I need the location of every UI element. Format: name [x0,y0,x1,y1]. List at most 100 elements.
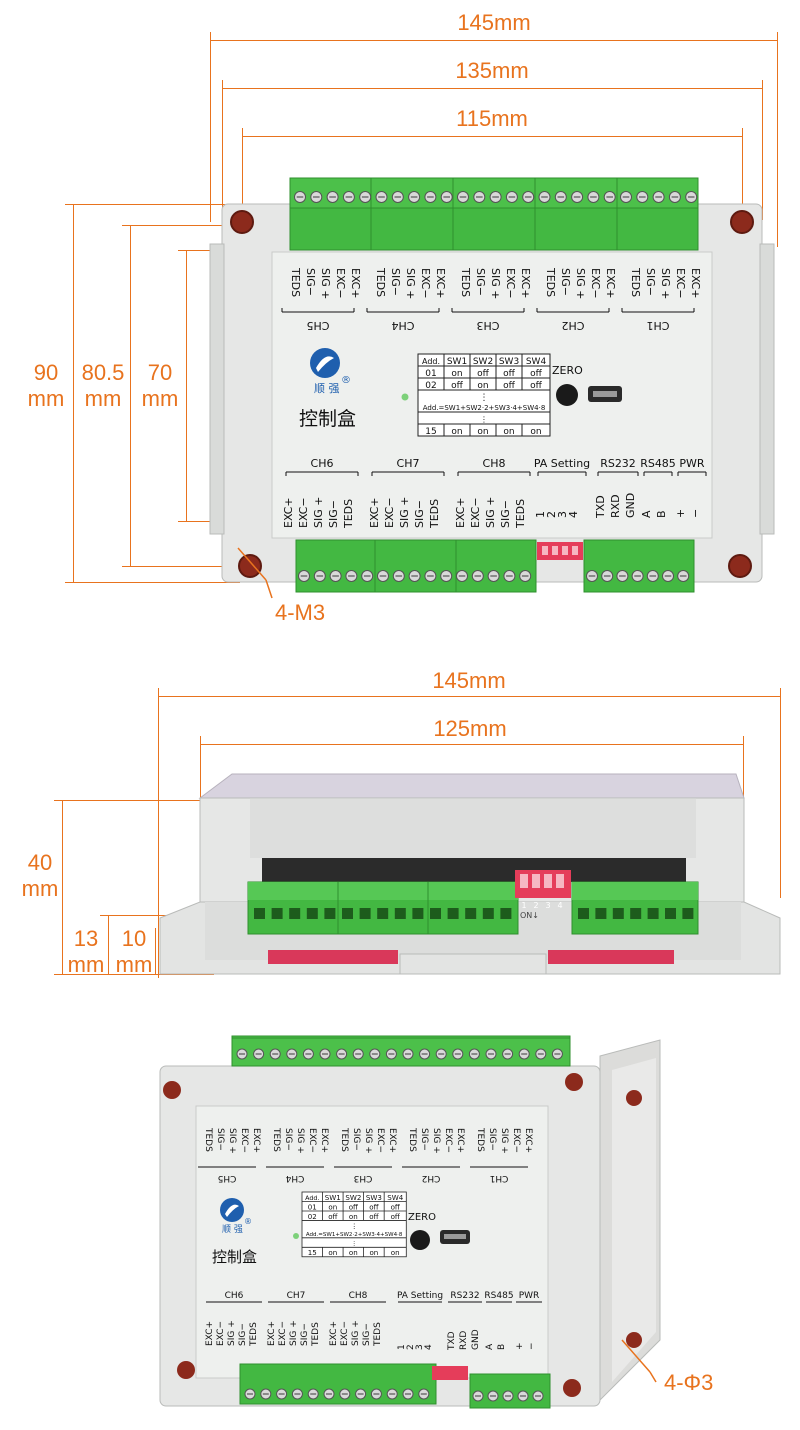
pin-label: SIG− [499,500,512,528]
address-header: SW1 [325,1193,341,1202]
dim-40-ext-bottom [54,974,214,975]
side-dip-number: 3 [545,901,550,910]
iso-pin-label: EXC− [340,1321,350,1346]
terminal-screw [402,1388,414,1400]
pin-label: SIG + [312,497,325,528]
iso-channel-label: CH3 [354,1173,373,1183]
terminal-screw [361,570,374,582]
pin-label: TEDS [629,267,642,297]
terminal-screw [236,1048,248,1060]
terminal-screw [677,570,690,582]
pin-label: RXD [609,494,622,518]
dim-13-ext-top [100,915,200,916]
iso-pin-label: EXC− [375,1128,385,1153]
iso-pin-label: EXC+ [267,1321,277,1346]
iso-pin-label: SIG + [289,1320,299,1346]
terminal-slot [289,908,301,919]
dim-115-ext-right [742,128,743,223]
address-cell: off [477,369,490,379]
pin-label: TEDS [289,267,302,297]
terminal-screw [418,1388,430,1400]
iso-channel-label: CH5 [218,1173,237,1183]
iso-hole-bl [177,1361,195,1379]
channel-label: CH1 [647,319,670,332]
iso-pin-label: EXC+ [455,1128,465,1153]
iso-product-name: 控制盒 [212,1248,257,1266]
dim-40-ext-top [54,800,204,801]
holes-label-iso: 4-Φ3 [664,1370,714,1395]
terminal-screw [586,570,598,582]
channel-label: CH8 [483,457,506,470]
iso-rs485-label: RS485 [484,1291,513,1301]
dim-13-label: 13 [73,926,99,951]
terminal-screw [260,1388,272,1400]
terminal-slot [324,908,336,919]
iso-pin-label: A [485,1343,495,1350]
dim-135-label: 135mm [455,58,529,83]
terminal-screw [668,191,681,203]
iso-pin-label: EXC+ [251,1128,261,1153]
side-dip-number: 2 [533,901,538,910]
dim-80-label: 80.5 [81,360,125,385]
pin-label: SIG− [304,268,317,296]
terminal-screw [551,1048,563,1060]
dim-115-line [242,136,743,137]
terminal-screw [535,1048,547,1060]
dim-side-145-ext-right [780,688,781,898]
terminal-screw [522,191,535,203]
terminal-screw [313,570,326,582]
address-dots: ⋮ [351,1221,358,1230]
terminal-screw [359,191,372,203]
terminal-screw [294,191,306,203]
terminal-slot [500,908,512,919]
pin-label: EXC+ [604,268,617,299]
pin-label: GND [624,493,637,518]
pin-label: SIG + [659,268,672,299]
terminal-screw [269,1048,281,1060]
terminal-screw [329,570,342,582]
terminal-screw [471,570,484,582]
mount-hole-bl [238,554,262,578]
pin-label: EXC− [504,268,517,299]
pin-label: TEDS [342,499,355,529]
terminal-screw [601,570,614,582]
terminal-slot [430,908,441,919]
pin-label: SIG− [474,268,487,296]
iso-pin-label: 1 [397,1344,407,1350]
address-cell: off [530,369,543,379]
address-cell: on [477,427,488,437]
iso-pin-label: TEDS [249,1322,259,1347]
channel-label: CH6 [311,457,334,470]
pin-label: TEDS [459,267,472,297]
rs485-label: RS485 [640,457,676,470]
channel-label: CH5 [307,319,330,332]
iso-logo-registered: ® [244,1217,252,1226]
iso-pin-label: SIG + [227,1128,237,1154]
pin-label: EXC+ [368,497,381,528]
pin-label: TEDS [374,267,387,297]
pin-label: 2 [545,511,558,518]
terminal-screw [253,1048,265,1060]
iso-pin-label: RXD [459,1331,469,1350]
terminal-screw [342,191,355,203]
terminal-screw [440,191,453,203]
terminal-screw [646,570,659,582]
terminal-screw [286,1048,298,1060]
address-formula: Add.=SW1+SW2·2+SW3·4+SW4·8 [423,404,546,412]
iso-pin-label: SIG− [419,1128,429,1151]
pin-label: SIG + [489,268,502,299]
iso-channel-label: CH1 [490,1173,509,1183]
iso-pin-label: EXC+ [387,1128,397,1153]
terminal-screw [487,570,500,582]
iso-pin-label: TXD [447,1331,457,1351]
side-dip-number: 4 [557,901,562,910]
address-cell: off [391,1202,401,1211]
terminal-screw [391,191,404,203]
address-cell: 02 [425,381,436,391]
iso-pin-label: SIG− [300,1323,310,1346]
terminal-screw [502,1048,514,1060]
address-cell: on [328,1202,337,1211]
